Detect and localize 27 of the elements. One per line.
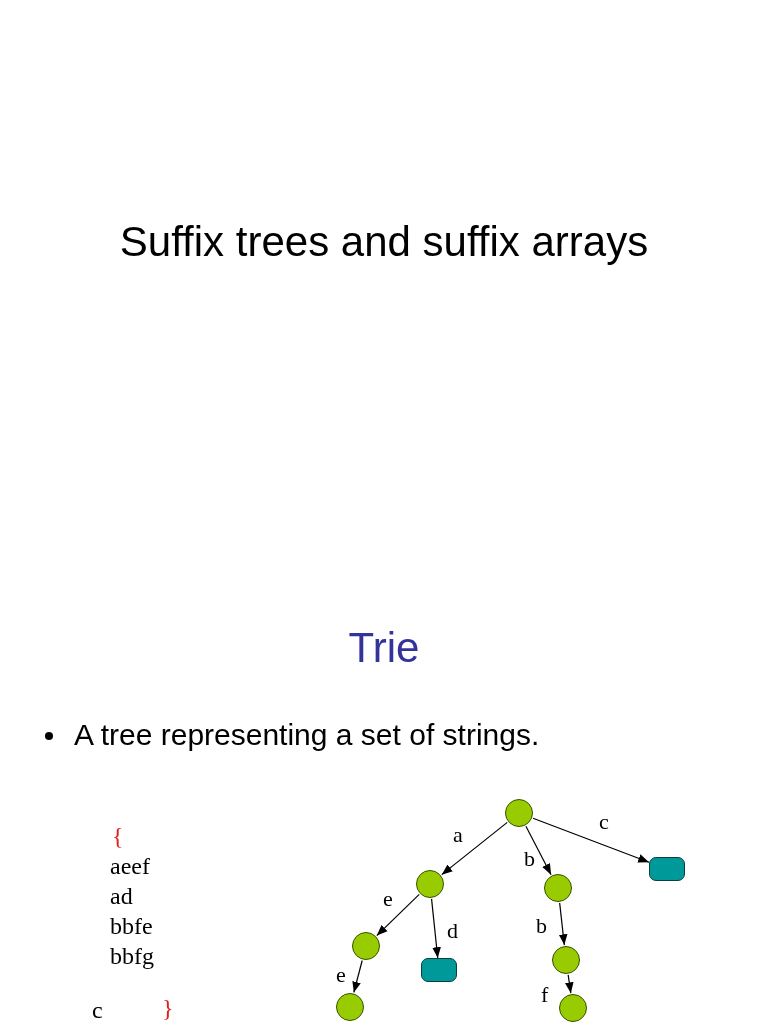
arrow bbox=[441, 821, 508, 876]
tree-node-circle bbox=[559, 994, 587, 1022]
arrow bbox=[352, 959, 363, 994]
set-brace: } bbox=[162, 996, 174, 1020]
arrow bbox=[565, 974, 574, 994]
slide-heading: Trie bbox=[347, 624, 421, 672]
arrow bbox=[430, 898, 441, 959]
tree-node-circle bbox=[505, 799, 533, 827]
leaf-node-box bbox=[421, 958, 457, 982]
set-brace: { bbox=[112, 824, 124, 848]
tree-node-circle bbox=[416, 870, 444, 898]
arrow bbox=[525, 825, 552, 876]
bullet-text: A tree representing a set of strings. bbox=[74, 718, 540, 752]
arrow bbox=[558, 902, 568, 946]
tree-node-circle bbox=[544, 874, 572, 902]
tree-node-circle bbox=[336, 993, 364, 1021]
slide-title: Suffix trees and suffix arrays bbox=[118, 218, 650, 266]
arrow bbox=[532, 817, 650, 863]
set-string: bbfe bbox=[110, 914, 153, 938]
arrow bbox=[376, 893, 420, 937]
tree-node-circle bbox=[552, 946, 580, 974]
set-string: bbfg bbox=[110, 944, 154, 968]
tree-node-circle bbox=[352, 932, 380, 960]
set-string: c bbox=[92, 998, 103, 1022]
set-string: ad bbox=[110, 884, 133, 908]
set-string: aeef bbox=[110, 854, 150, 878]
leaf-node-box bbox=[649, 857, 685, 881]
